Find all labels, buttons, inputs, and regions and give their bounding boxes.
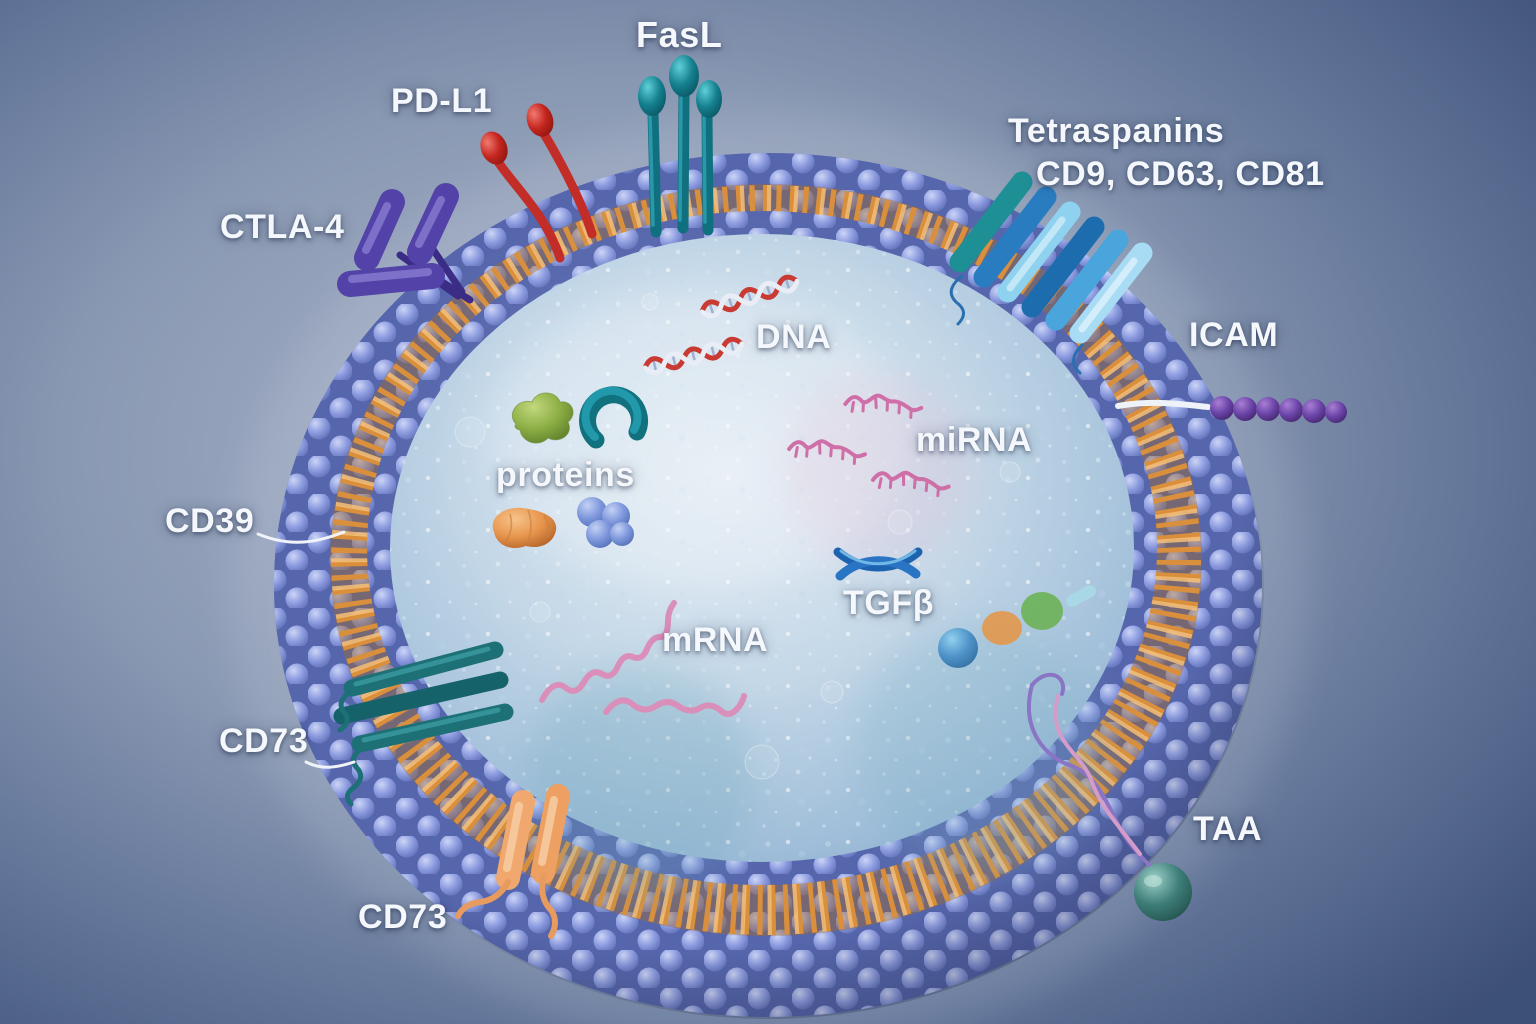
ctla-4-structure xyxy=(337,183,474,304)
leader-lines xyxy=(256,530,356,769)
label-fasl: FasL xyxy=(636,14,723,55)
label-tetraspanins-members: CD9, CD63, CD81 xyxy=(1036,155,1325,193)
icam-structure xyxy=(1115,396,1347,423)
label-icam: ICAM xyxy=(1189,316,1279,354)
label-mrna: mRNA xyxy=(662,621,769,659)
label-cd73-bottom: CD73 xyxy=(358,898,448,936)
tetraspanins-structure xyxy=(949,171,1153,375)
label-proteins: proteins xyxy=(496,456,635,494)
cd73-left-structure xyxy=(333,641,514,807)
label-tetraspanins: Tetraspanins xyxy=(1008,112,1225,150)
label-pd-l1: PD-L1 xyxy=(391,82,493,120)
cd39-leader-line xyxy=(256,530,346,544)
label-tgf-beta: TGFβ xyxy=(843,584,935,622)
blue-protein xyxy=(577,497,634,548)
lumen-vesicle-blobs xyxy=(938,585,1096,668)
pd-l1-structure xyxy=(480,103,597,263)
taa-sphere xyxy=(1134,863,1192,921)
fasl-structure xyxy=(638,55,722,238)
protein-blobs xyxy=(492,386,649,549)
label-ctla-4: CTLA-4 xyxy=(220,208,345,246)
cd73-bottom-structure xyxy=(455,784,570,939)
label-cd73-left: CD73 xyxy=(219,722,309,760)
taa-structure xyxy=(1026,672,1192,921)
label-dna: DNA xyxy=(756,318,832,356)
label-taa: TAA xyxy=(1193,810,1263,848)
tgf-beta-molecule xyxy=(833,547,923,581)
green-protein xyxy=(511,392,574,444)
label-cd39: CD39 xyxy=(165,502,255,540)
cd73-left-leader-line xyxy=(304,760,356,769)
label-mirna: miRNA xyxy=(916,421,1033,459)
mrna-strands xyxy=(539,600,747,717)
